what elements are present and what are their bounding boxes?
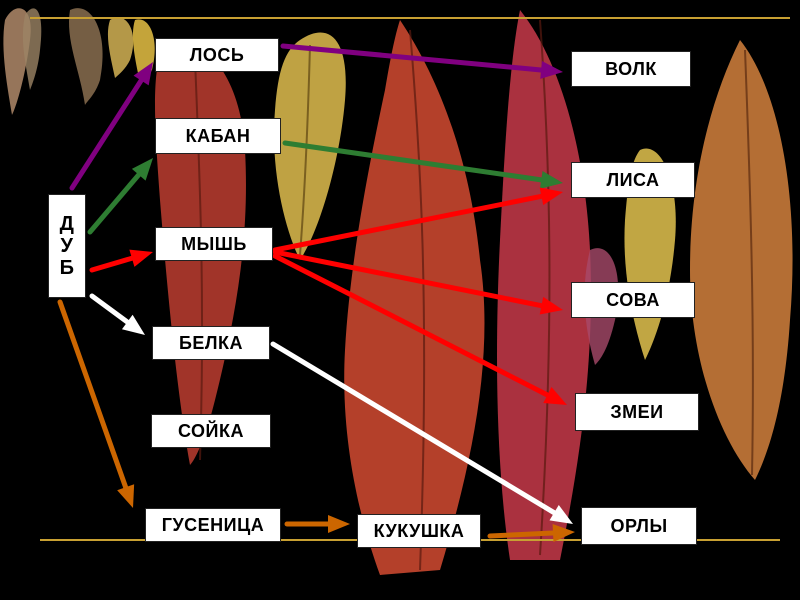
arrow-dub-mysh: [89, 249, 153, 273]
node-orly: ОРЛЫ: [581, 507, 697, 545]
node-gusenitsa: ГУСЕНИЦА: [145, 508, 281, 542]
arrow-kukushka-orly: [487, 524, 575, 543]
arrow-gusenitsa-kukushka: [284, 515, 350, 533]
arrow-mysh-lisa: [272, 187, 563, 253]
node-zmei: ЗМЕИ: [575, 393, 699, 431]
arrow-dub-gusenitsa: [57, 299, 135, 508]
arrow-kaban-lisa: [282, 140, 563, 189]
node-sova: СОВА: [571, 282, 695, 318]
node-lisa: ЛИСА: [571, 162, 695, 198]
arrow-dub-los: [69, 62, 153, 191]
node-mysh: МЫШЬ: [155, 227, 273, 261]
node-dub: Д У Б: [48, 194, 86, 298]
dub-letter-1: Д: [59, 213, 75, 235]
arrows-layer: [57, 43, 575, 543]
node-volk: ВОЛК: [571, 51, 691, 87]
arrow-dub-belka: [89, 293, 145, 335]
dub-letter-2: У: [60, 235, 74, 257]
node-kukushka: КУКУШКА: [357, 514, 481, 548]
arrow-dub-kaban: [87, 158, 153, 235]
node-belka: БЕЛКА: [152, 326, 270, 360]
node-kaban: КАБАН: [155, 118, 281, 154]
arrow-mysh-zmei: [272, 253, 567, 405]
dub-letter-3: Б: [59, 257, 75, 279]
arrow-belka-orly: [270, 341, 573, 524]
arrow-los-volk: [280, 43, 563, 79]
node-soyka: СОЙКА: [151, 414, 271, 448]
node-los: ЛОСЬ: [155, 38, 279, 72]
arrow-mysh-sova: [272, 249, 563, 315]
